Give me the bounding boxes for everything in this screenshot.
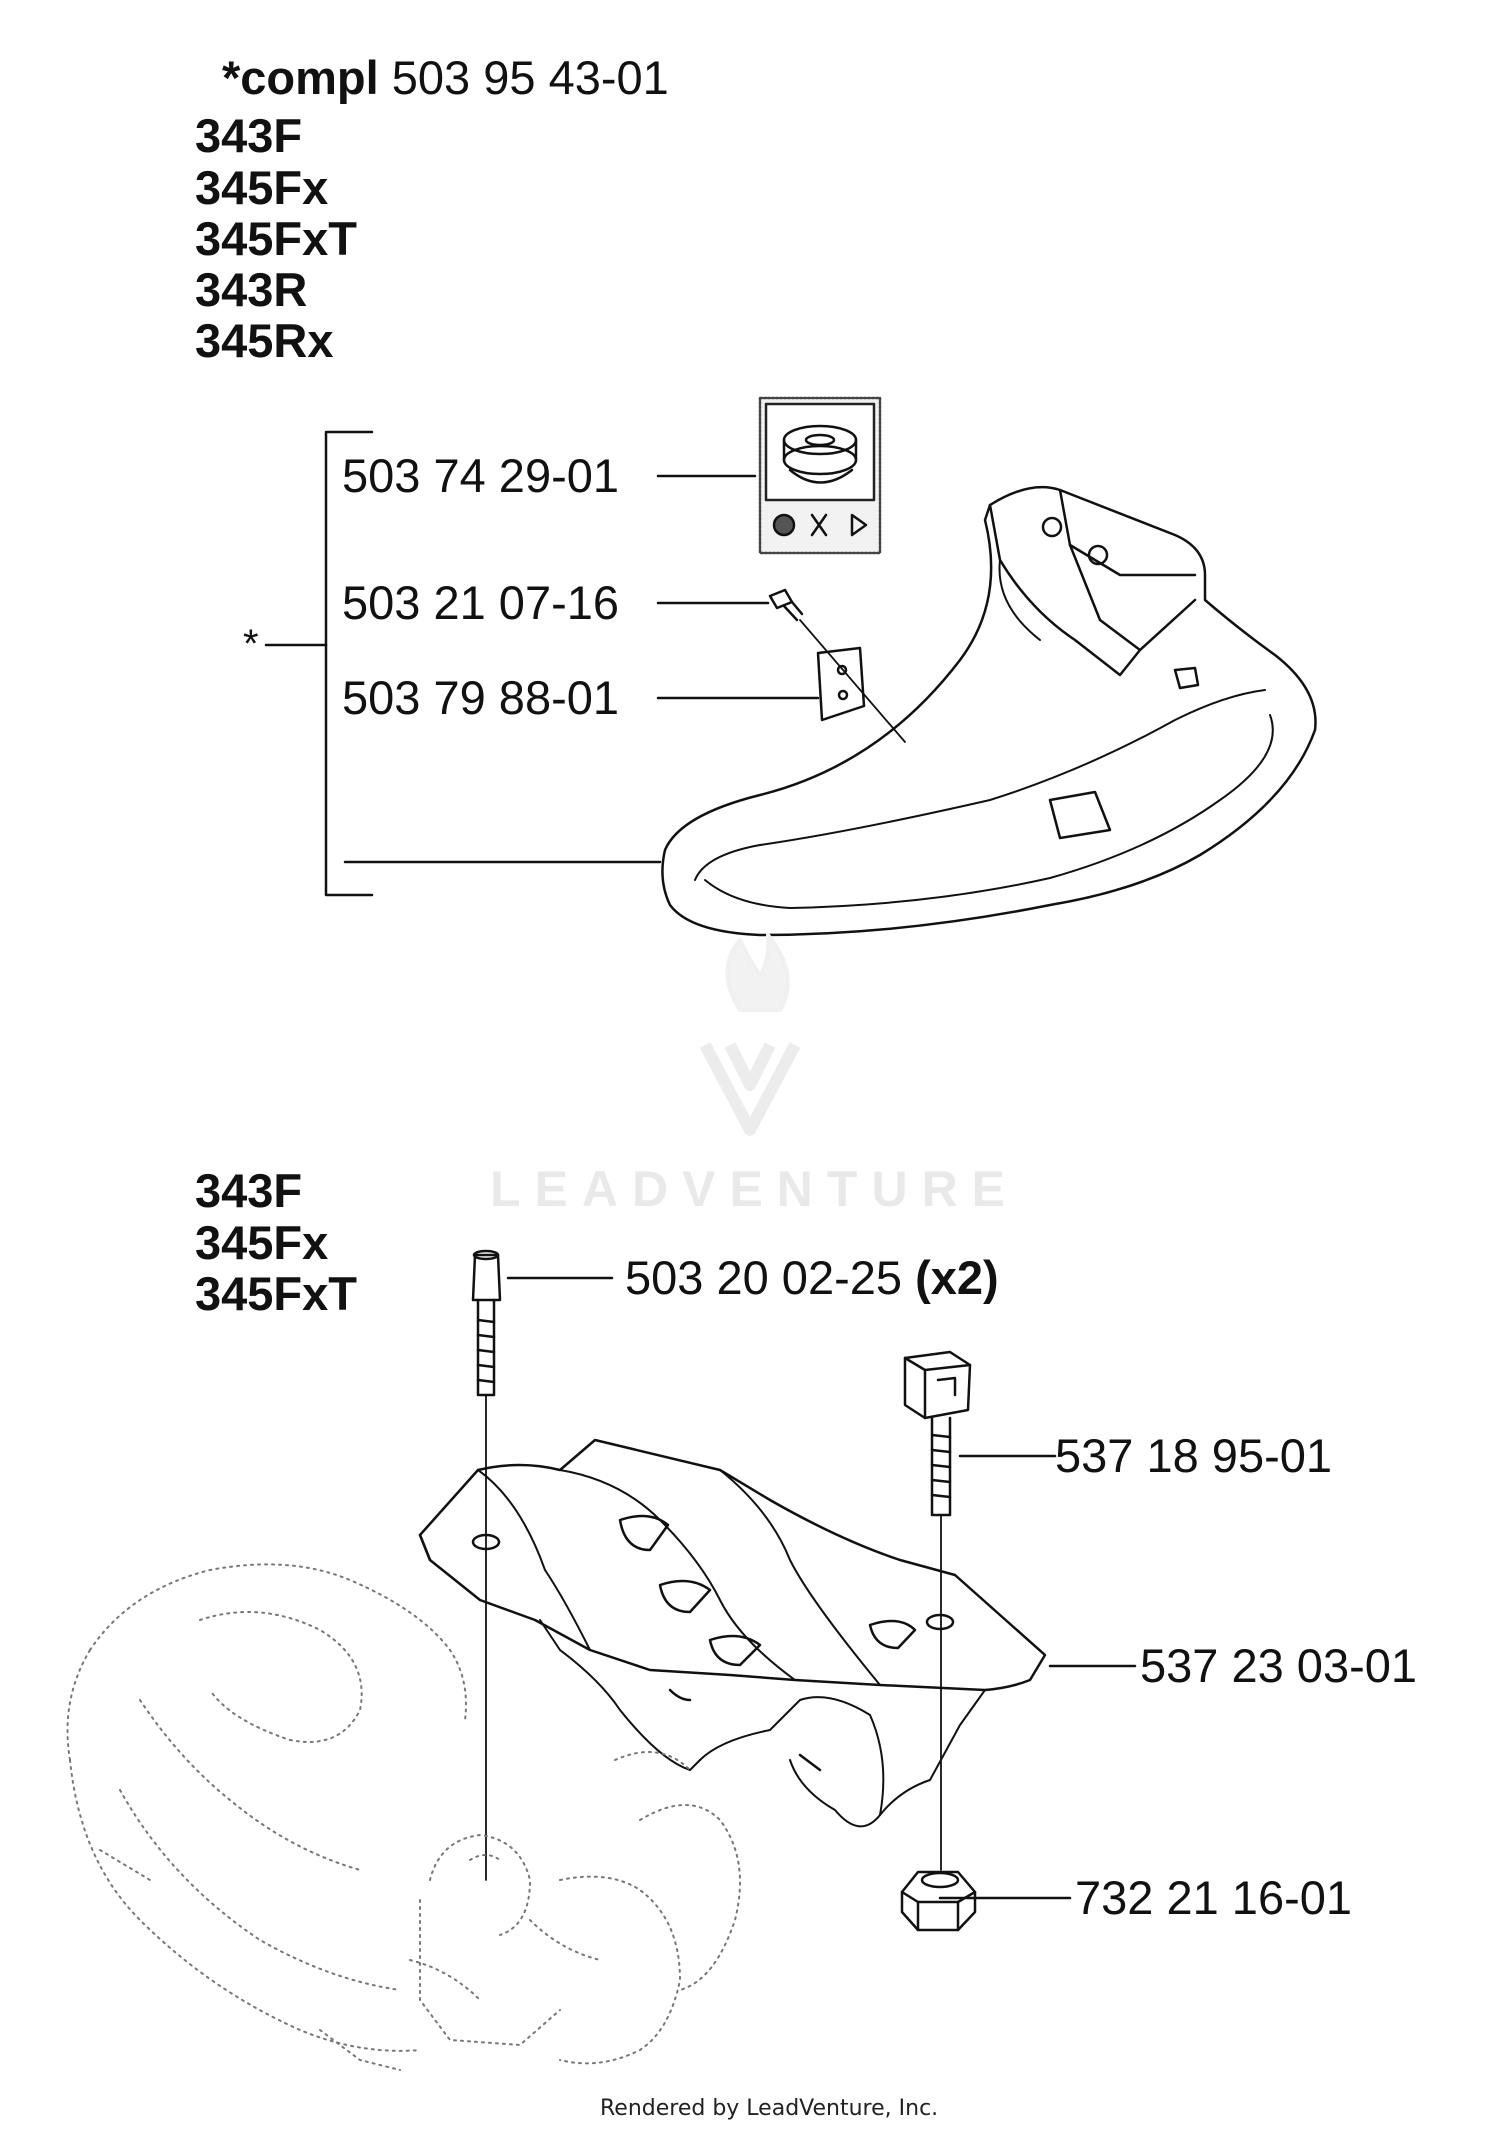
model-label: 343F	[195, 1164, 303, 1217]
model-label: 343R	[195, 263, 308, 316]
part-number: 732 21 16-01	[1075, 1871, 1353, 1924]
heat-shield-part	[418, 1438, 1047, 1828]
compl-number: 503 95 43-01	[391, 51, 669, 104]
nut-part	[900, 1870, 977, 1932]
bolt-part	[471, 1249, 502, 1881]
watermark-text: LEADVENTURE	[490, 1161, 1020, 1217]
model-label: 343F	[195, 109, 303, 162]
watermark-logo	[699, 933, 801, 1136]
compl-prefix: *compl	[222, 51, 379, 104]
engine-phantom-outline	[66, 1563, 741, 2071]
part-number: 503 20 02-25	[625, 1251, 903, 1304]
complete-kit-number: *compl 503 95 43-01	[222, 52, 669, 104]
model-label: 345Fx	[195, 1216, 329, 1269]
part-number: 503 21 07-16	[342, 576, 620, 629]
model-label: 345FxT	[195, 1267, 357, 1320]
plate-part	[816, 646, 866, 722]
model-label: 345Rx	[195, 314, 334, 367]
trimmer-spool-icon	[758, 396, 882, 555]
part-number: 503 74 29-01	[342, 449, 620, 502]
kit-bracket	[264, 430, 374, 897]
clamp-screw-part	[903, 1350, 972, 1871]
part-quantity: (x2)	[915, 1251, 999, 1304]
model-label: 345Fx	[195, 161, 329, 214]
trimmer-guard	[661, 485, 1317, 937]
footer-credit: Rendered by LeadVenture, Inc.	[600, 2096, 939, 2121]
part-number: 503 79 88-01	[342, 671, 620, 724]
part-number: 537 18 95-01	[1055, 1429, 1333, 1482]
model-label: 345FxT	[195, 212, 357, 265]
part-number: 537 23 03-01	[1140, 1639, 1418, 1692]
kit-marker: *	[243, 622, 259, 666]
part-callout-bolt: 503 20 02-25 (x2)	[625, 1252, 999, 1304]
screw-part	[768, 588, 906, 743]
